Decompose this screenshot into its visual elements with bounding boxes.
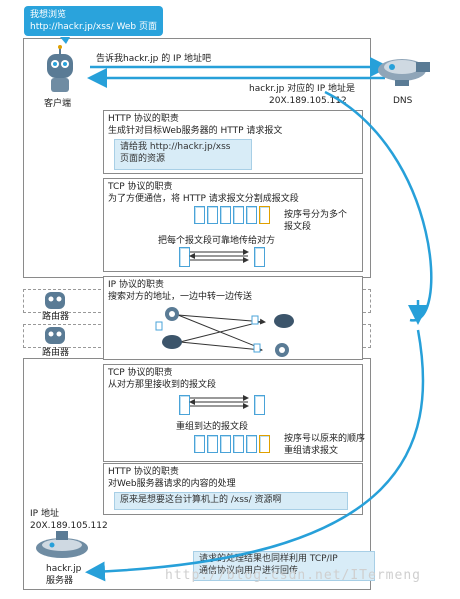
router-icon-1 bbox=[45, 292, 65, 309]
segment bbox=[194, 435, 205, 453]
server-ip-value: 20X.189.105.112 bbox=[30, 521, 108, 531]
server-name-1: hackr.jp bbox=[46, 564, 82, 574]
dns-label: DNS bbox=[393, 96, 413, 106]
segment bbox=[194, 206, 205, 224]
segment bbox=[233, 435, 244, 453]
segment bbox=[259, 435, 270, 453]
tcp-client-note-3: 把每个报文段可靠地传给对方 bbox=[158, 236, 276, 246]
dns-server-icon bbox=[378, 59, 430, 86]
segment bbox=[207, 435, 218, 453]
transmission-curve-arrow bbox=[324, 90, 433, 322]
server-icon bbox=[36, 531, 88, 558]
tcp-client-note-2: 报文段 bbox=[284, 222, 312, 232]
tcp-server-note-3: 重组请求报文 bbox=[284, 446, 339, 456]
segment bbox=[254, 395, 265, 415]
router-label-2: 路由器 bbox=[42, 348, 70, 358]
client-label: 客户端 bbox=[44, 99, 72, 109]
segment bbox=[246, 206, 257, 224]
server-ip-label: IP 地址 bbox=[30, 509, 59, 519]
segment bbox=[233, 206, 244, 224]
bubble-line-1: 我想浏览 bbox=[30, 10, 67, 20]
tcp-client-title: TCP 协议的职责 bbox=[108, 182, 173, 192]
http-server-panel: HTTP 协议的职责 对Web服务器请求的内容的处理 原来是想要这台计算机上的 … bbox=[103, 463, 363, 515]
response-curve-arrow bbox=[85, 329, 425, 582]
segment bbox=[207, 206, 218, 224]
http-client-callout-line-2: 页面的资源 bbox=[120, 154, 166, 164]
http-server-title: HTTP 协议的职责 bbox=[108, 467, 179, 477]
dns-request-text: 告诉我hackr.jp 的 IP 地址吧 bbox=[96, 54, 211, 64]
dns-reply-text-1: hackr.jp 对应的 IP 地址是 bbox=[249, 84, 355, 94]
dns-reply-text-2: 20X.189.105.112 bbox=[269, 96, 347, 106]
http-client-callout-line-1: 请给我 http://hackr.jp/xss bbox=[120, 142, 231, 152]
router-icon-2 bbox=[45, 327, 65, 344]
tcp-server-title: TCP 协议的职责 bbox=[108, 368, 173, 378]
segment bbox=[246, 435, 257, 453]
response-callout: 请求的处理结果也同样利用 TCP/IP 通信协议向用户进行回传 bbox=[193, 551, 375, 581]
tcp-server-note-1: 重组到达的报文段 bbox=[176, 422, 249, 432]
server-name-2: 服务器 bbox=[46, 576, 74, 586]
http-server-callout: 原来是想要这台计算机上的 /xss/ 资源啊 bbox=[114, 492, 348, 510]
segment bbox=[259, 206, 270, 224]
speech-bubble: 我想浏览 http://hackr.jp/xss/ Web 页面 bbox=[24, 6, 164, 36]
tcp-client-note-1: 按序号分为多个 bbox=[284, 210, 348, 220]
bubble-tail bbox=[60, 37, 70, 44]
http-client-callout: 请给我 http://hackr.jp/xss 页面的资源 bbox=[114, 139, 252, 170]
segment bbox=[254, 247, 265, 267]
ip-title: IP 协议的职责 bbox=[108, 280, 164, 290]
ip-desc: 搜索对方的地址，一边中转一边传送 bbox=[108, 292, 253, 302]
ip-panel: IP 协议的职责 搜索对方的地址，一边中转一边传送 bbox=[103, 276, 363, 360]
response-line-2: 通信协议向用户进行回传 bbox=[199, 566, 299, 576]
tcp-server-panel: TCP 协议的职责 从对方那里接收到的报文段 重组到达的报文段 按序号以原来的顺… bbox=[103, 364, 366, 462]
http-client-title: HTTP 协议的职责 bbox=[108, 114, 179, 124]
http-client-panel: HTTP 协议的职责 生成针对目标Web服务器的 HTTP 请求报文 请给我 h… bbox=[103, 110, 363, 174]
segment bbox=[179, 395, 190, 415]
segment bbox=[220, 206, 231, 224]
tcp-client-desc: 为了方便通信，将 HTTP 请求报文分割成报文段 bbox=[108, 194, 299, 204]
http-server-desc: 对Web服务器请求的内容的处理 bbox=[108, 479, 236, 489]
tcp-server-note-2: 按序号以原来的顺序 bbox=[284, 434, 366, 444]
client-robot-icon bbox=[47, 45, 73, 92]
watermark: http://blog.csdn.net/ITermeng bbox=[165, 568, 421, 583]
http-server-callout-text: 原来是想要这台计算机上的 /xss/ 资源啊 bbox=[120, 495, 282, 505]
tcp-server-desc: 从对方那里接收到的报文段 bbox=[108, 380, 217, 390]
segment bbox=[220, 435, 231, 453]
response-line-1: 请求的处理结果也同样利用 TCP/IP bbox=[199, 554, 338, 564]
bubble-line-2: http://hackr.jp/xss/ Web 页面 bbox=[30, 22, 158, 32]
http-client-desc: 生成针对目标Web服务器的 HTTP 请求报文 bbox=[108, 126, 283, 136]
router-label-1: 路由器 bbox=[42, 312, 70, 322]
ip-routing-network bbox=[155, 307, 294, 357]
